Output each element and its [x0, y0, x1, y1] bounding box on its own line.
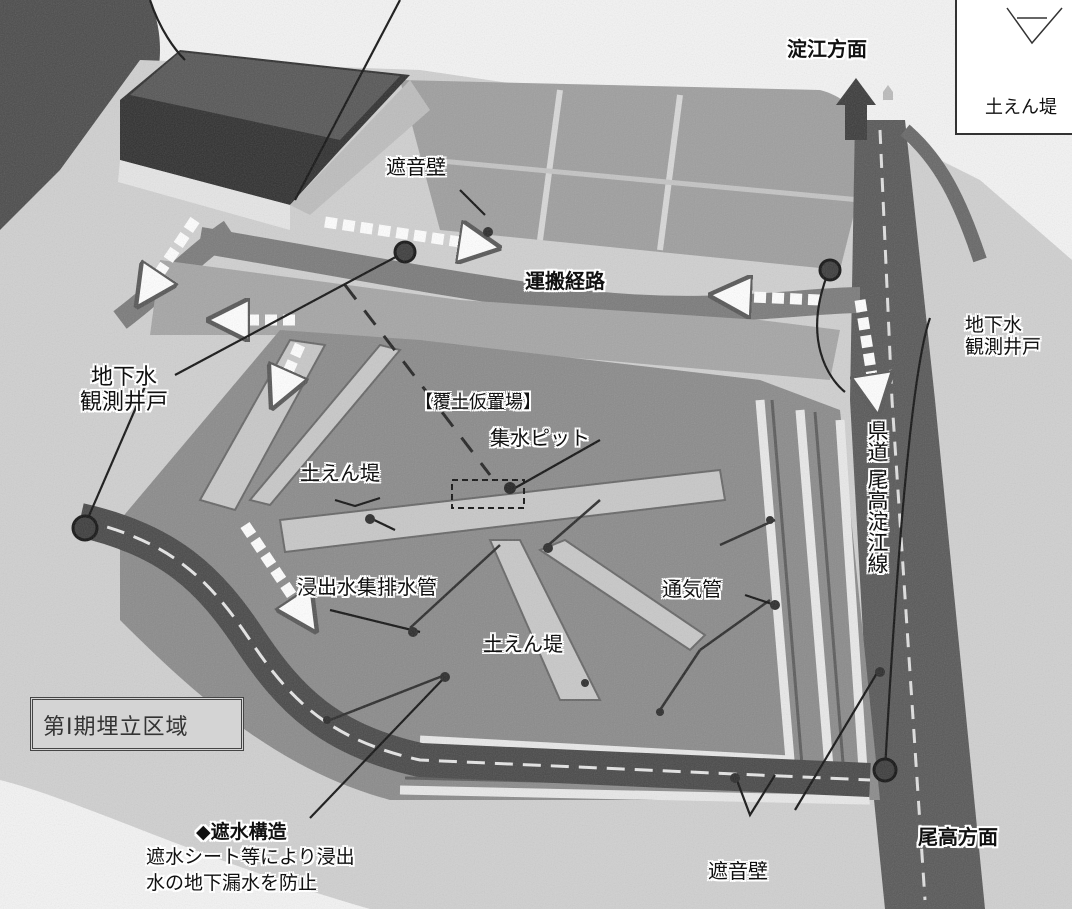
- earth-embankment-center-label: 土えん堤: [483, 632, 563, 656]
- legend-label: 土えん堤: [985, 97, 1057, 118]
- direction-south-label: 尾高方面: [918, 825, 998, 849]
- leachate-pipe-label: 浸出水集排水管: [297, 575, 437, 599]
- phase-area-label: 第Ⅰ期埋立区域: [43, 715, 189, 740]
- collection-pit-label: 集水ピット: [490, 426, 590, 450]
- legend-embankment-icon: [1006, 7, 1063, 45]
- groundwater-well-left-label: 地下水 観測井戸: [80, 365, 169, 416]
- haul-route-label: 運搬経路: [525, 269, 605, 293]
- cover-soil-yard-label: 【覆土仮置場】: [415, 392, 541, 413]
- waterproof-desc-line2: 水の地下漏水を防止: [146, 872, 318, 894]
- legend-box: 土えん堤: [955, 0, 1072, 135]
- sound-wall-top-label: 遮音壁: [386, 155, 446, 179]
- groundwater-well-right-label: 地下水 観測井戸: [965, 314, 1042, 358]
- sound-wall-bottom-label: 遮音壁: [708, 859, 768, 883]
- phase-area-box: 第Ⅰ期埋立区域: [30, 697, 244, 751]
- vent-pipe-label: 通気管: [662, 577, 722, 601]
- waterproof-desc-line1: 遮水シート等により浸出: [146, 846, 355, 868]
- waterproof-title: ◆遮水構造: [196, 821, 287, 843]
- prefectural-road-label: 県道 尾高淀江線: [865, 420, 889, 574]
- direction-north-label: 淀江方面: [787, 37, 867, 61]
- earth-embankment-left-label: 土えん堤: [300, 461, 380, 485]
